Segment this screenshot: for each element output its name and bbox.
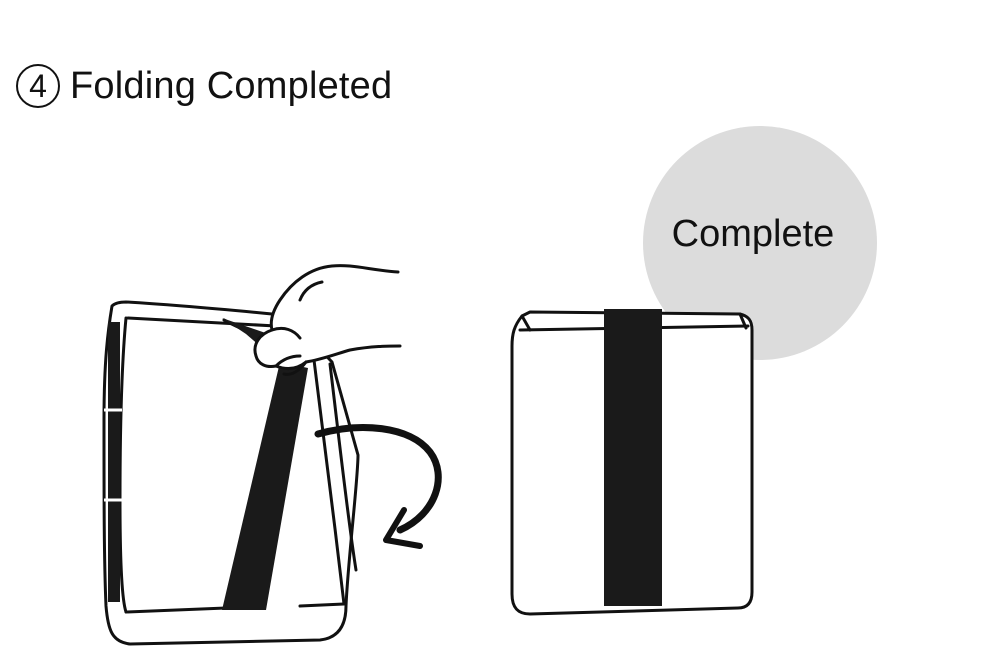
- folding-object-slot: [104, 322, 122, 602]
- folding-object-bottom-edge: [124, 602, 346, 614]
- step-heading: 4 Folding Completed: [16, 58, 392, 114]
- folding-strap: [222, 362, 308, 610]
- folding-object-top-edge: [126, 316, 278, 328]
- complete-label: Complete: [671, 213, 835, 255]
- completed-object-top-flap: [520, 312, 748, 332]
- folding-object-left-panel: [118, 316, 128, 614]
- step-title: Folding Completed: [70, 65, 393, 107]
- step-number: 4: [16, 64, 60, 108]
- folding-object-fold-edge: [312, 358, 358, 606]
- completed-strap: [604, 309, 662, 606]
- hand-icon: [253, 264, 402, 376]
- curved-arrow-icon: [314, 424, 442, 549]
